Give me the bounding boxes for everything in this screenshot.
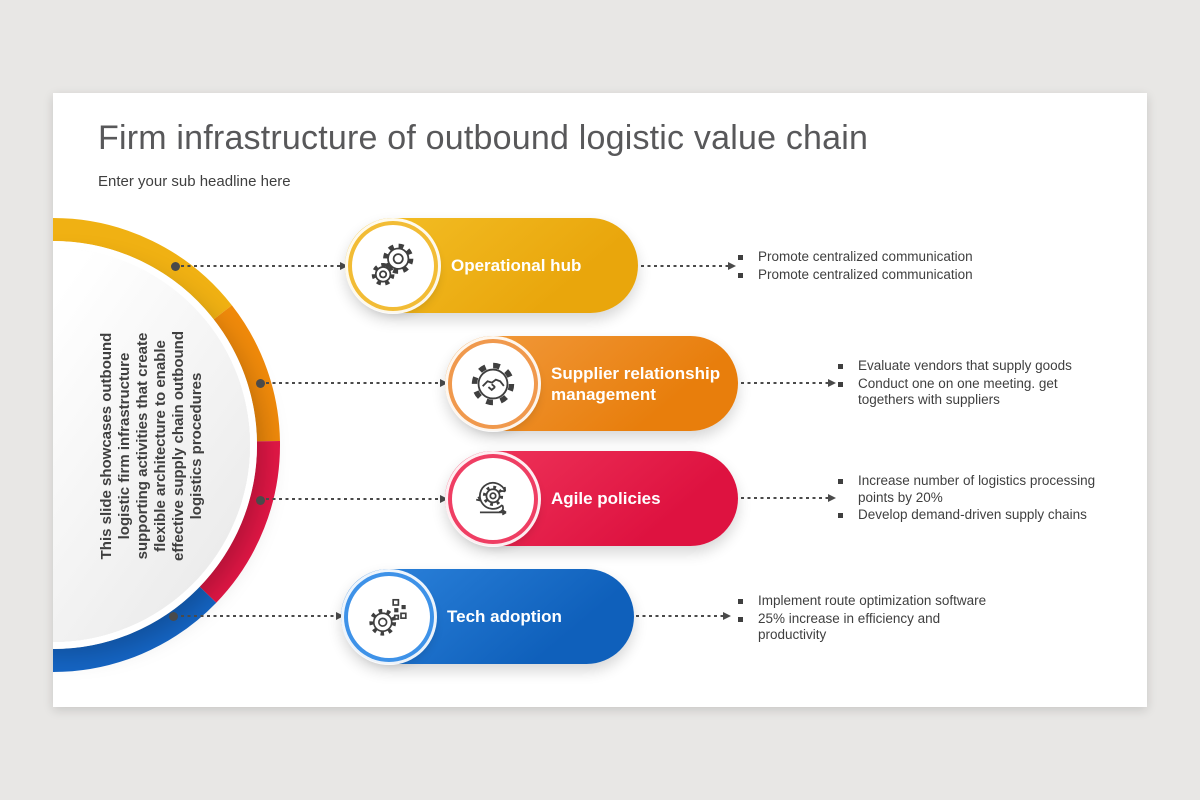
arc-dot-4 xyxy=(168,611,178,621)
bullet-text: 25% increase in efficiency and productiv… xyxy=(758,610,941,643)
pill-icon-circle xyxy=(348,575,430,658)
connector-arc-agile xyxy=(266,495,448,503)
bullet-item: Promote centralized communication xyxy=(738,249,1038,266)
arc-dot-1 xyxy=(170,261,180,271)
bullet-item: 25% increase in efficiency and productiv… xyxy=(738,611,988,644)
bullet-square-icon xyxy=(838,381,843,387)
bullet-item: Conduct one on one meeting. get together… xyxy=(838,376,1086,409)
bullet-item: Evaluate vendors that supply goods xyxy=(838,358,1086,375)
arc-dot-2 xyxy=(255,378,265,388)
bullet-item: Promote centralized communication xyxy=(738,267,1038,284)
arc-segment-gold xyxy=(53,218,232,320)
bullets-tech-adoption: Implement route optimization software 25… xyxy=(738,593,988,645)
pill-label: Operational hub xyxy=(451,256,582,275)
arc-segment-red xyxy=(199,441,280,603)
connector-tech-bullets xyxy=(636,612,731,620)
connector-operational-hub-bullets xyxy=(641,262,736,270)
connector-arc-tech xyxy=(181,612,344,620)
pill-label: Tech adoption xyxy=(447,607,562,626)
bullet-text: Conduct one on one meeting. get together… xyxy=(858,375,1058,408)
pill-icon-circle xyxy=(452,342,534,425)
bullet-square-icon xyxy=(838,513,843,518)
pill-icon-circle xyxy=(352,224,434,307)
bullet-square-icon xyxy=(738,255,743,260)
bullet-square-icon xyxy=(738,599,743,604)
connector-arc-supplier xyxy=(266,379,448,387)
digital-gear-icon xyxy=(369,598,407,636)
pill-label: Agile policies xyxy=(551,489,661,508)
bullet-text: Promote centralized communication xyxy=(758,266,973,282)
bullet-text: Develop demand-driven supply chains xyxy=(858,507,1087,522)
bullets-operational-hub: Promote centralized communication Promot… xyxy=(738,249,1038,284)
bullet-text: Implement route optimization software xyxy=(758,593,987,608)
pill-supplier-relationship: Supplier relationship management xyxy=(445,336,738,431)
connector-agile-bullets xyxy=(741,494,836,502)
bullet-square-icon xyxy=(738,272,743,278)
pill-label: Supplier relationship management xyxy=(551,363,721,404)
value-chain-arc xyxy=(53,218,280,672)
bullet-item: Develop demand-driven supply chains xyxy=(838,507,1106,524)
slide-subtitle: Enter your sub headline here xyxy=(98,173,291,190)
slide-title: Firm infrastructure of outbound logistic… xyxy=(98,119,869,157)
description-text: This slide showcases outbound logistic f… xyxy=(98,330,205,562)
connector-supplier-bullets xyxy=(741,379,836,387)
gear-handshake-icon xyxy=(471,362,515,405)
arc-dot-3 xyxy=(255,495,265,505)
pill-tech-adoption: Tech adoption xyxy=(341,569,634,664)
agile-loop-icon xyxy=(476,481,507,515)
pill-operational-hub: Operational hub xyxy=(345,218,638,313)
bullets-supplier-relationship: Evaluate vendors that supply goods Condu… xyxy=(838,358,1086,410)
gears-icon xyxy=(371,243,414,286)
connector-arc-operational-hub xyxy=(181,262,348,270)
bullet-item: Increase number of logistics processing … xyxy=(838,473,1106,506)
bullet-text: Promote centralized communication xyxy=(758,249,973,264)
bullet-square-icon xyxy=(738,616,743,622)
pill-agile-policies: Agile policies xyxy=(445,451,738,546)
bullet-item: Implement route optimization software xyxy=(738,593,988,610)
bullets-agile-policies: Increase number of logistics processing … xyxy=(838,473,1106,525)
arc-segment-orange xyxy=(213,305,280,442)
arc-segment-blue xyxy=(53,586,217,672)
bullet-text: Evaluate vendors that supply goods xyxy=(858,358,1072,373)
bullet-square-icon xyxy=(838,479,843,484)
pill-icon-circle xyxy=(452,457,534,540)
bullet-square-icon xyxy=(838,364,843,369)
bullet-text: Increase number of logistics processing … xyxy=(858,473,1096,505)
slide-canvas: Firm infrastructure of outbound logistic… xyxy=(53,93,1147,707)
